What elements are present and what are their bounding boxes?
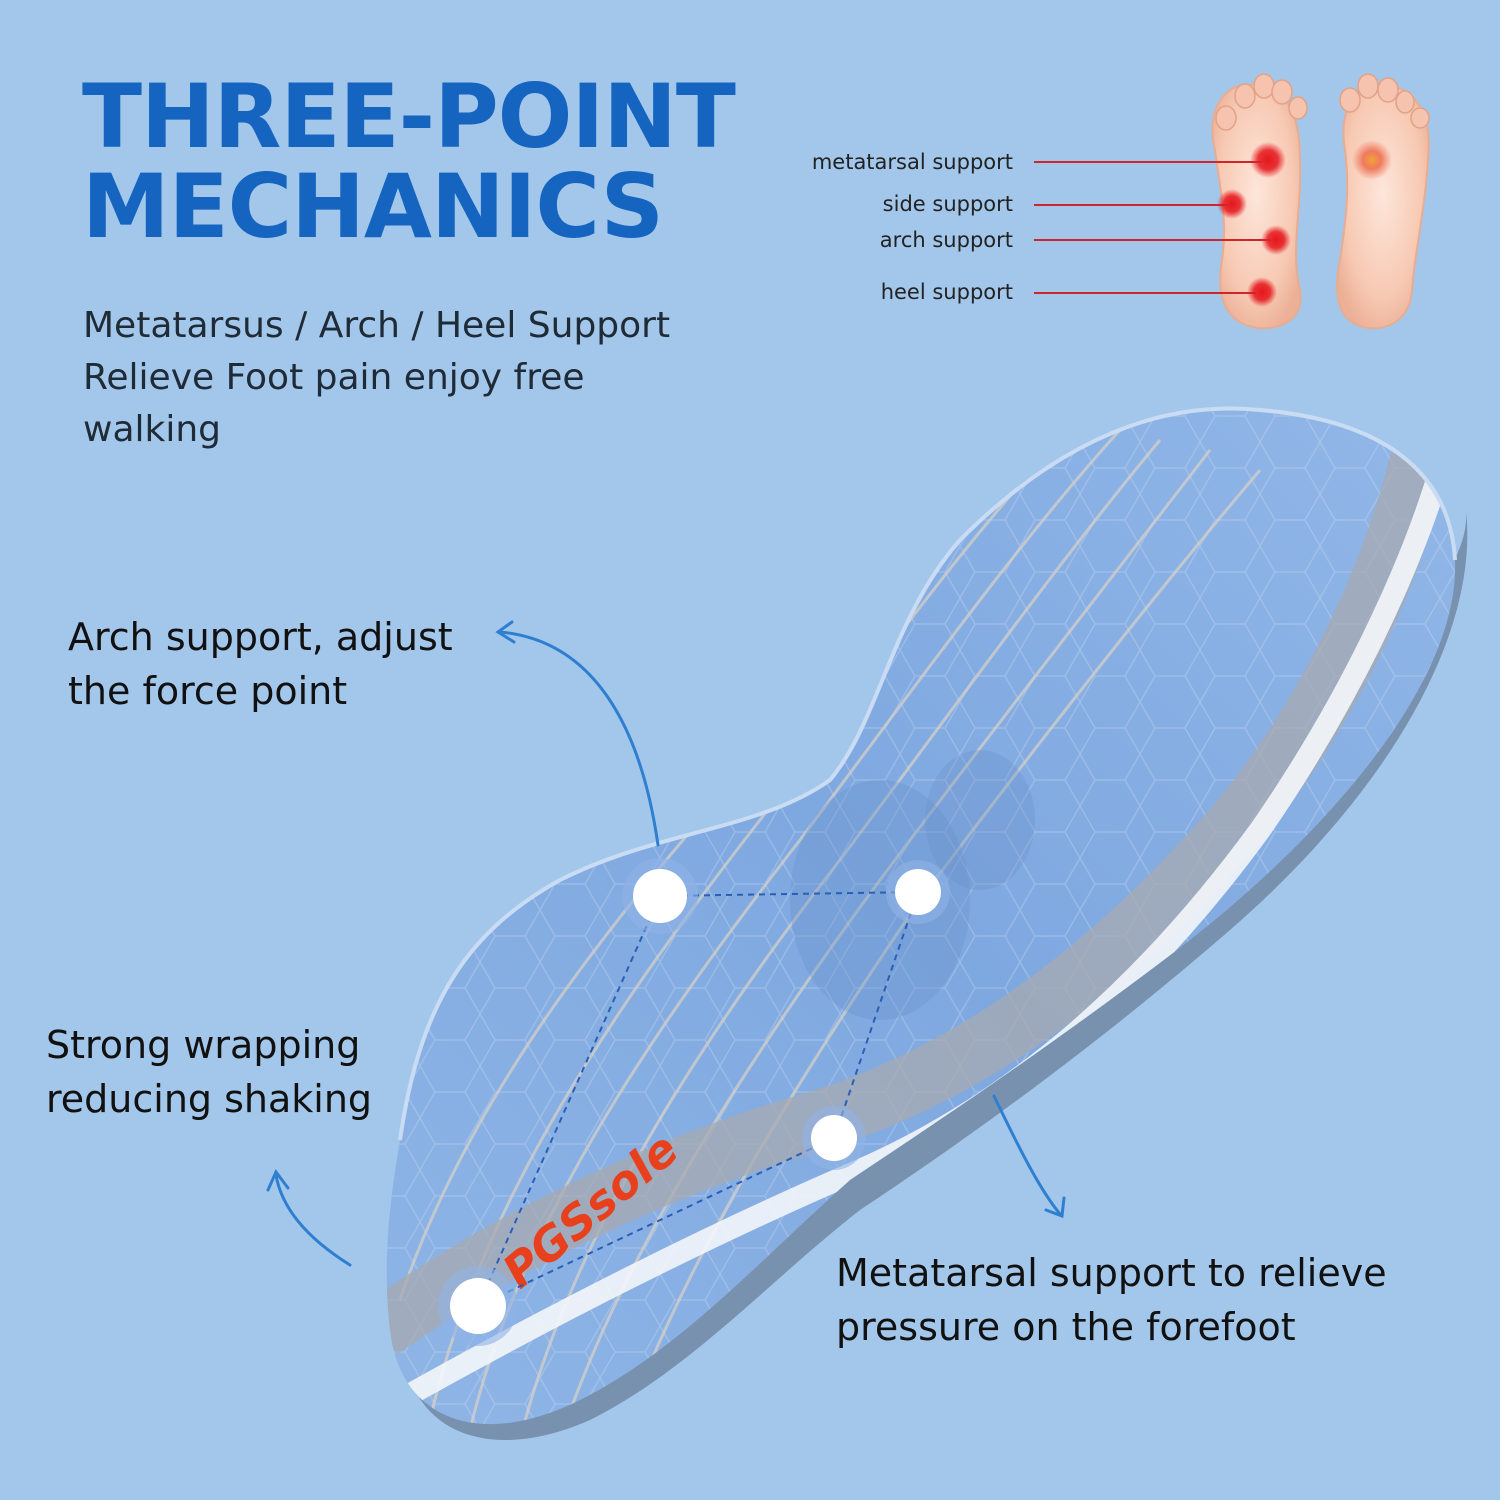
title-line-2: MECHANICS bbox=[82, 155, 664, 258]
heel-point-icon bbox=[1247, 277, 1277, 307]
side-support-label: side support bbox=[882, 192, 1013, 216]
right-foot-icon bbox=[1336, 73, 1430, 330]
page-title: THREE-POINT MECHANICS bbox=[82, 65, 736, 258]
subtitle-line-2: Relieve Foot pain enjoy free bbox=[83, 357, 585, 398]
meta-callout-line-1: Metatarsal support to relieve bbox=[836, 1251, 1387, 1295]
metatarsal-point-icon bbox=[1250, 142, 1286, 178]
support-points bbox=[438, 858, 950, 1346]
arch-support-callout: Arch support, adjust the force point bbox=[68, 610, 453, 718]
arch-callout-line-1: Arch support, adjust bbox=[68, 615, 453, 659]
foot-diagram bbox=[1034, 73, 1430, 330]
wrap-callout-line-2: reducing shaking bbox=[46, 1077, 373, 1121]
subtitle: Metatarsus / Arch / Heel Support Relieve… bbox=[83, 300, 723, 456]
metatarsal-arrow-icon bbox=[992, 1094, 1062, 1216]
arch-arrow-icon bbox=[498, 630, 660, 847]
wrap-callout-line-1: Strong wrapping bbox=[46, 1023, 361, 1067]
arch-callout-line-2: the force point bbox=[68, 669, 348, 713]
subtitle-line-1: Metatarsus / Arch / Heel Support bbox=[83, 305, 671, 346]
arch-support-label: arch support bbox=[879, 228, 1013, 252]
metatarsal-point-right-icon bbox=[1352, 140, 1392, 180]
title-line-1: THREE-POINT bbox=[82, 65, 736, 168]
metatarsal-point-marker bbox=[811, 1115, 857, 1161]
inner-arch-point-marker bbox=[895, 869, 941, 915]
subtitle-line-3: walking bbox=[83, 409, 222, 450]
heel-point-marker bbox=[450, 1278, 506, 1334]
callout-arrows bbox=[266, 620, 1066, 1267]
wrapping-callout: Strong wrapping reducing shaking bbox=[46, 1018, 372, 1126]
wrap-arrow-icon bbox=[274, 1173, 352, 1267]
metatarsal-support-label: metatarsal support bbox=[811, 150, 1013, 174]
side-point-icon bbox=[1217, 189, 1247, 219]
arch-point-icon bbox=[1261, 225, 1291, 255]
heel-support-label: heel support bbox=[880, 280, 1013, 304]
force-lines bbox=[477, 891, 919, 1307]
arch-point-marker bbox=[633, 869, 687, 923]
metatarsal-callout: Metatarsal support to relieve pressure o… bbox=[836, 1246, 1387, 1354]
meta-callout-line-2: pressure on the forefoot bbox=[836, 1305, 1296, 1349]
